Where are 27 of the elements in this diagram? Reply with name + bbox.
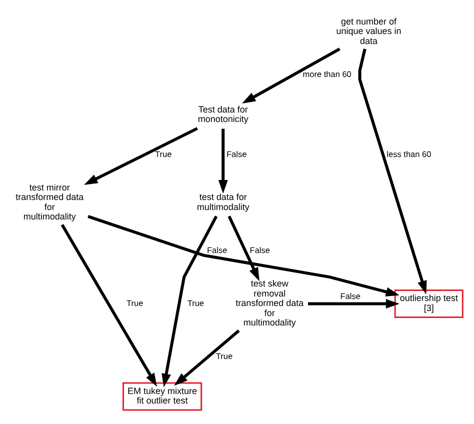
arrow	[308, 298, 400, 308]
node-box: EM tukey mixture fit outlier test	[122, 382, 202, 410]
node-text: get number of unique values in data	[336, 16, 402, 46]
node-text: test data for multimodality	[196, 192, 250, 212]
node-text: Test data for monotonicity	[198, 104, 248, 124]
edge-label: False	[226, 149, 247, 158]
node-text: test skew removal transformed data for multimodality	[236, 278, 304, 328]
edge-label: True	[187, 298, 204, 308]
edge-label: False	[250, 245, 270, 254]
edge-label: less than 60	[386, 149, 432, 158]
arrow	[228, 215, 260, 281]
edge-label: False	[206, 245, 228, 254]
arrow	[218, 128, 228, 194]
edge-label: more than 60	[302, 70, 352, 79]
arrow	[358, 48, 427, 294]
arrow	[60, 224, 158, 386]
arrow	[88, 214, 400, 296]
node-box: outliership test [3]	[394, 288, 464, 318]
edge-label: True	[126, 298, 144, 308]
arrow	[174, 329, 240, 386]
arrow	[242, 47, 340, 104]
edge-label: False	[340, 292, 360, 301]
arrow	[84, 126, 198, 184]
arrow	[162, 215, 218, 387]
edge-label: True	[216, 351, 233, 360]
node-text: test mirror transformed data for multimodality	[16, 182, 84, 222]
edge-label: True	[155, 149, 172, 158]
